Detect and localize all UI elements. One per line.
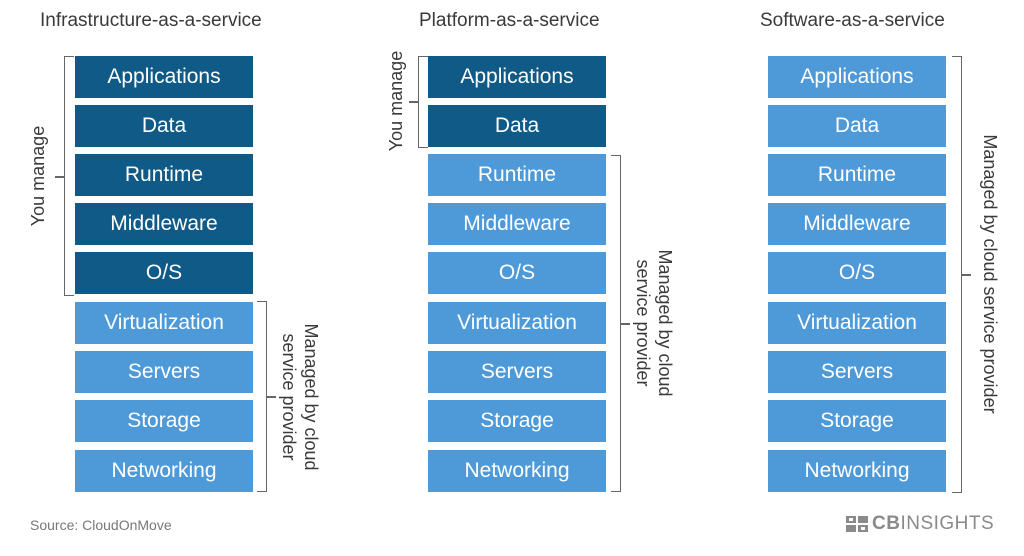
saas-title: Software-as-a-service [760, 10, 945, 31]
iaas-you-manage-tick [55, 176, 65, 178]
saas-managed-label: Managed by cloud service provider [980, 134, 1000, 414]
iaas-layer-applications: Applications [75, 56, 253, 98]
iaas-layer-middleware: Middleware [75, 203, 253, 245]
saas-layer-servers: Servers [768, 351, 946, 393]
paas-layer-runtime: Runtime [428, 154, 606, 196]
paas-title: Platform-as-a-service [419, 10, 600, 31]
paas-you-manage-bracket [418, 56, 428, 148]
source-note: Source: CloudOnMove [30, 517, 172, 533]
saas-layer-storage: Storage [768, 400, 946, 442]
iaas-you-manage-label: You manage [28, 125, 48, 227]
iaas-layer-runtime: Runtime [75, 154, 253, 196]
paas-managed-tick [620, 323, 630, 325]
saas-layer-networking: Networking [768, 450, 946, 492]
saas-layer-virtualization: Virtualization [768, 302, 946, 344]
iaas-title: Infrastructure-as-a-service [40, 10, 262, 31]
paas-layer-servers: Servers [428, 351, 606, 393]
paas-layer-middleware: Middleware [428, 203, 606, 245]
logo-text-bold: CB [872, 513, 901, 534]
saas-layer-runtime: Runtime [768, 154, 946, 196]
iaas-layer-virtualization: Virtualization [75, 302, 253, 344]
paas-layer-storage: Storage [428, 400, 606, 442]
iaas-layer-storage: Storage [75, 400, 253, 442]
logo-text-rest: INSIGHTS [900, 513, 995, 534]
paas-you-manage-label: You manage [386, 50, 406, 152]
saas-managed-tick [961, 274, 971, 276]
iaas-managed-label: Managed by cloud service provider [279, 323, 321, 471]
saas-layer-applications: Applications [768, 56, 946, 98]
paas-layer-virtualization: Virtualization [428, 302, 606, 344]
iaas-layer-networking: Networking [75, 450, 253, 492]
saas-layer-data: Data [768, 105, 946, 147]
cbinsights-logo-icon [846, 516, 868, 532]
iaas-you-manage-bracket [64, 56, 74, 296]
iaas-layer-data: Data [75, 105, 253, 147]
paas-you-manage-tick [409, 101, 419, 103]
saas-layer-middleware: Middleware [768, 203, 946, 245]
iaas-layer-servers: Servers [75, 351, 253, 393]
paas-layer-data: Data [428, 105, 606, 147]
saas-layer-os: O/S [768, 252, 946, 294]
iaas-layer-os: O/S [75, 252, 253, 294]
paas-layer-networking: Networking [428, 450, 606, 492]
paas-managed-label: Managed by cloud service provider [633, 249, 675, 397]
paas-layer-os: O/S [428, 252, 606, 294]
iaas-managed-tick [266, 396, 276, 398]
paas-layer-applications: Applications [428, 56, 606, 98]
